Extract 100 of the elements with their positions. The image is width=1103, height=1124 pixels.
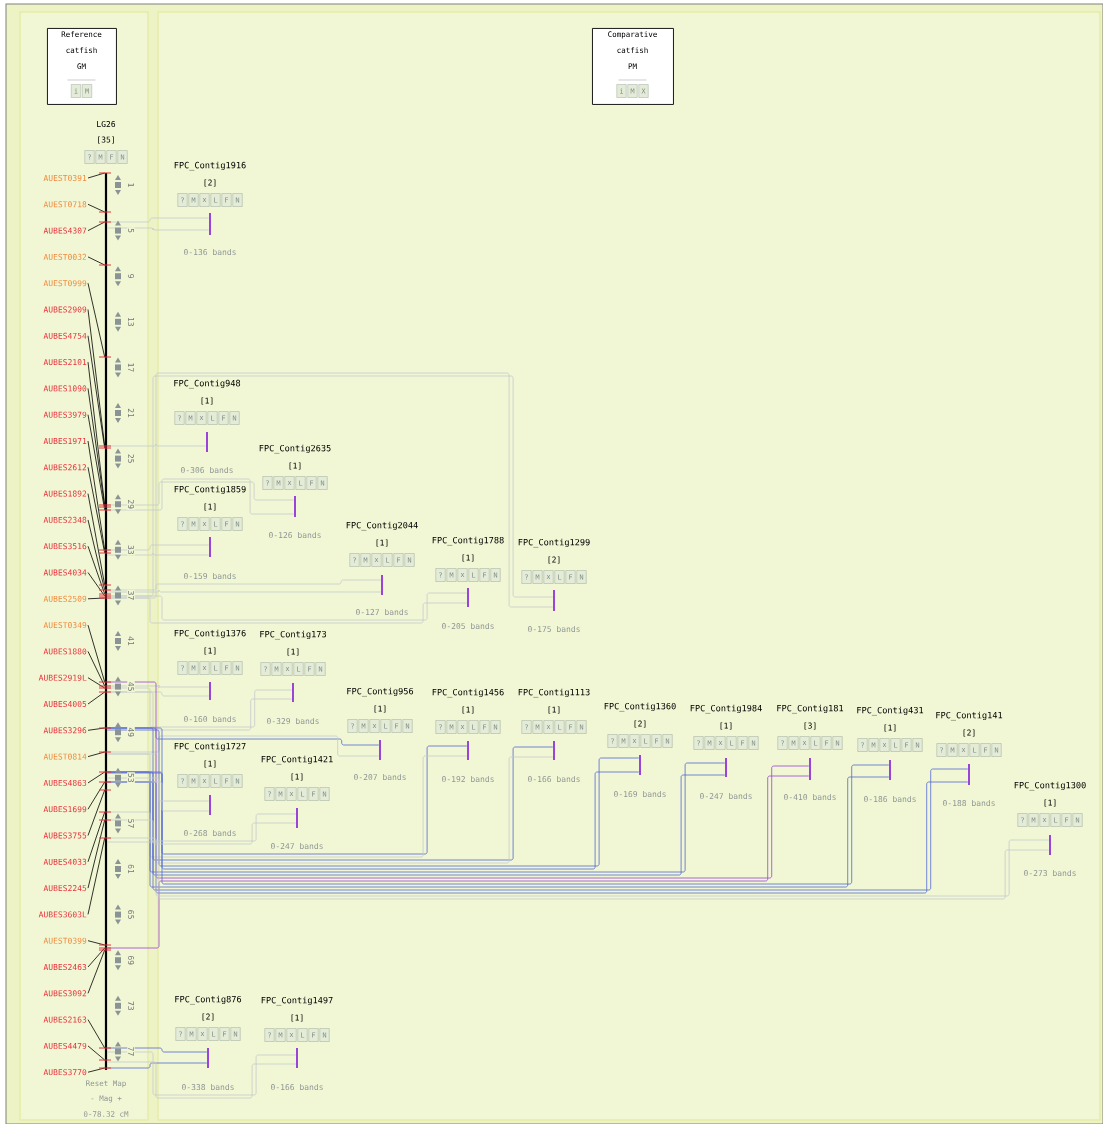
correspondence-line [106,777,210,802]
scale-label: 29 [127,498,135,510]
contig-title: FPC_Contig431 [857,706,924,716]
count-label: [1] [289,462,301,470]
connector-line [87,493,106,586]
count-label: [1] [548,706,560,714]
band-range: 0-410 bands [782,792,838,802]
marker-label: AUBES2163 [43,1016,87,1023]
marker-label: AUBES4754 [43,332,87,339]
connector-line [87,624,106,683]
band-range: 0-186 bands [862,794,918,804]
marker-label: AUBES2245 [43,885,87,892]
count-label: [3] [804,722,816,730]
marker-label: AUBES1699 [43,806,87,813]
scale-label: 45 [127,681,135,693]
count-label: [1] [720,722,732,730]
count-label: [1] [204,647,216,655]
band-range: 0-126 bands [267,530,323,540]
correspondence-line [106,771,640,870]
marker-label: AUBES4863 [43,779,87,786]
count-label: [1] [204,760,216,768]
contig-title: FPC_Contig876 [175,995,242,1005]
band-range: 0-159 bands [182,571,238,581]
count-label: [1] [204,503,216,511]
connector-line [87,256,106,266]
count-label: [1] [1044,799,1056,807]
marker-label: AUEST0349 [43,622,87,629]
contig-title: FPC_Contig948 [174,379,241,389]
contig-title: FPC_Contig1376 [174,629,246,639]
connector-line [87,545,106,595]
band-range: 0-329 bands [265,716,321,726]
correspondence-line [106,753,554,864]
connector-line [87,1019,106,1049]
band-range: 0-268 bands [182,828,238,838]
marker-label: AUBES1880 [43,648,87,655]
marker-label: AUEST0399 [43,937,87,944]
count-label: [1] [291,1014,303,1022]
correspondence-line [106,729,640,867]
marker-label: AUBES4479 [43,1042,87,1049]
count-label: [35] [98,136,114,144]
marker-label: AUBES3516 [43,543,87,550]
connector-line [87,440,106,551]
count-label: [2] [634,720,646,728]
connector-line [87,466,106,554]
contig-title: FPC_Contig956 [347,687,414,697]
marker-label: AUEST0814 [43,753,87,760]
connector-line [87,414,106,511]
marker-label: AUBES3979 [43,411,87,418]
contig-title: FPC_Contig1456 [432,688,504,698]
band-range: 0-188 bands [941,798,997,808]
connector-line [87,282,106,358]
marker-label: AUEST0718 [43,201,87,208]
marker-label: AUBES2463 [43,964,87,971]
connector-line [87,1045,106,1061]
band-range: 0-160 bands [182,714,238,724]
contig-title: FPC_Contig1916 [174,161,246,171]
count-label: [1] [884,724,896,732]
count-label: [1] [376,539,388,547]
marker-label: AUBES2909 [43,306,87,313]
count-label: [2] [204,179,216,187]
band-range: 0-169 bands [612,789,668,799]
scale-label: 57 [127,817,135,830]
connector-line [87,781,106,810]
connector-line [87,691,106,705]
contig-title: FPC_Contig1727 [174,742,246,752]
connector-line [87,771,106,784]
contig-title: FPC_Contig1360 [604,702,676,712]
marker-label: AUBES2509 [43,595,87,602]
contig-title: FPC_Contig1859 [174,485,246,495]
scale-label: 77 [127,1045,135,1058]
count-label: [1] [462,706,474,714]
marker-label: AUBES1090 [43,385,87,392]
marker-label: AUBES1892 [43,490,87,497]
band-range: 0-192 bands [440,774,496,784]
marker-label: AUBES1971 [43,437,87,445]
count-label: [1] [291,773,303,781]
marker-label: AUEST0999 [43,280,87,287]
band-range: 0-338 bands [180,1082,236,1092]
band-range: 0-166 bands [526,774,582,784]
band-range: 0-207 bands [352,772,408,782]
marker-label: AUBES2101 [43,359,87,366]
marker-label: AUEST0391 [43,174,87,181]
count-label: [1] [201,397,213,405]
count-label: [2] [202,1013,214,1021]
contig-title: FPC_Contig1788 [432,536,504,546]
scale-label: 5 [127,227,135,234]
count-label: [2] [963,729,975,737]
marker-label: AUBES3603L [38,911,87,918]
count-label: [1] [287,648,299,656]
connector-line [87,651,106,687]
band-range: 0-166 bands [269,1082,325,1092]
connector-line [87,811,106,863]
band-range: 0-306 bands [179,465,235,475]
band-range: 0-136 bands [182,247,238,257]
band-range: 0-247 bands [269,841,325,851]
count-label: [1] [462,554,474,562]
band-range: 0-247 bands [698,791,754,801]
connector-line [87,819,106,889]
connector-line [87,519,106,591]
contig-title: FPC_Contig1421 [261,755,333,765]
